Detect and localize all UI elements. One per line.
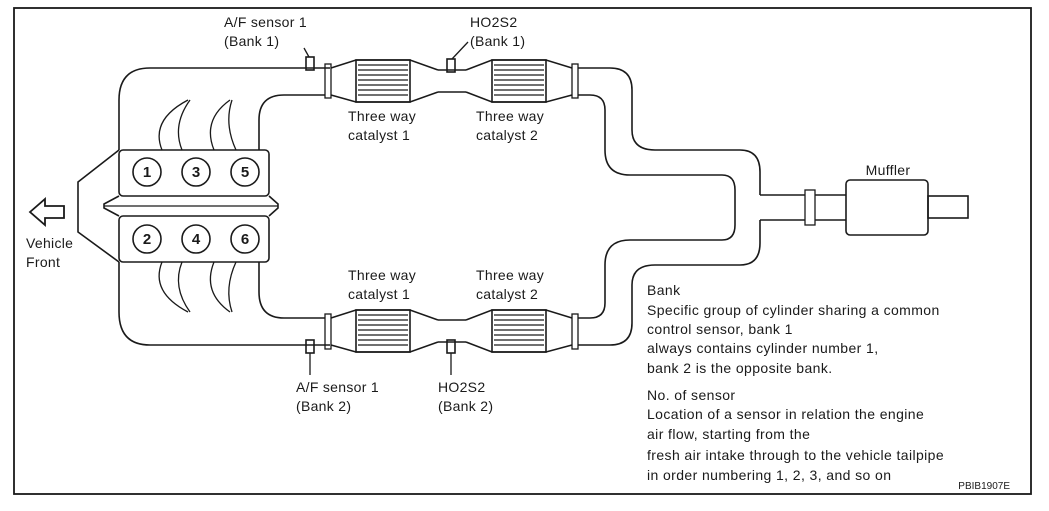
catalyst-2-bank1-sublabel: catalyst 2 [476, 127, 538, 143]
cylinder-6: 6 [230, 224, 260, 254]
svg-text:6: 6 [241, 231, 249, 248]
svg-text:1: 1 [143, 164, 151, 181]
diagram-border [13, 7, 1032, 495]
figure-code: PBIB1907E [958, 481, 1010, 492]
catalyst-substrate-2-bank2 [494, 314, 544, 346]
catalyst-1-bank1-label: Three way [348, 108, 416, 124]
catalyst-1-bank2-sublabel: catalyst 1 [348, 286, 410, 302]
bank-definition-note: Bank Specific group of cylinder sharing … [647, 282, 940, 376]
bank-note-line: bank 2 is the opposite bank. [647, 360, 833, 376]
ho2s2-bank2-label: HO2S2 [438, 379, 485, 395]
exhaust-line-bank1 [324, 59, 761, 195]
catalyst-2-bank2-label: Three way [476, 267, 544, 283]
cylinder-4: 4 [181, 224, 211, 254]
svg-text:4: 4 [192, 231, 201, 248]
exhaust-manifold-bank2 [118, 261, 330, 346]
vehicle-front-label: Vehicle [26, 235, 73, 251]
af-sensor-bank1-label: A/F sensor 1 [224, 14, 307, 30]
vehicle-front-sublabel: Front [26, 254, 60, 270]
catalyst-2-bank1-label: Three way [476, 108, 544, 124]
svg-text:5: 5 [241, 164, 249, 181]
ho2s2-bank2 [446, 339, 456, 375]
svg-text:2: 2 [143, 231, 151, 248]
catalyst-1-bank2-label: Three way [348, 267, 416, 283]
sensor-note-line: in order numbering 1, 2, 3, and so on [647, 467, 891, 483]
ho2s2-bank1-label: HO2S2 [470, 14, 517, 30]
cylinder-2: 2 [132, 224, 162, 254]
catalyst-2-bank2-sublabel: catalyst 2 [476, 286, 538, 302]
ho2s2-bank2-sublabel: (Bank 2) [438, 398, 493, 414]
af-sensor-bank2-sublabel: (Bank 2) [296, 398, 351, 414]
af-sensor-bank2-label: A/F sensor 1 [296, 379, 379, 395]
sensor-numbering-note: No. of sensor Location of a sensor in re… [647, 387, 944, 483]
af-sensor-bank2 [305, 339, 315, 375]
ho2s2-bank1-sublabel: (Bank 1) [470, 33, 525, 49]
ho2s2-bank1 [446, 41, 469, 73]
af-sensor-bank1 [303, 47, 315, 71]
sensor-note-title: No. of sensor [647, 387, 735, 403]
catalyst-substrate-2-bank1 [494, 64, 544, 96]
bank-note-line: control sensor, bank 1 [647, 321, 793, 337]
catalyst-1-bank1-sublabel: catalyst 1 [348, 127, 410, 143]
sensor-note-line: Location of a sensor in relation the eng… [647, 406, 924, 422]
vehicle-front-arrow-icon [28, 197, 65, 227]
af-sensor-bank1-sublabel: (Bank 1) [224, 33, 279, 49]
exhaust-manifold-bank1 [118, 67, 330, 151]
bank-note-line: always contains cylinder number 1, [647, 340, 878, 356]
catalyst-substrate-1-bank2 [358, 314, 408, 346]
bank-note-title: Bank [647, 282, 681, 298]
cylinder-5: 5 [230, 157, 260, 187]
svg-text:3: 3 [192, 164, 200, 181]
muffler [845, 179, 929, 236]
muffler-label: Muffler [866, 162, 911, 178]
engine-block [77, 149, 279, 263]
cylinder-1: 1 [132, 157, 162, 187]
cylinder-3: 3 [181, 157, 211, 187]
exhaust-line-bank2 [324, 220, 761, 353]
catalyst-substrate-1-bank1 [358, 64, 408, 96]
bank-note-line: Specific group of cylinder sharing a com… [647, 302, 940, 318]
tail-pipe-assembly [734, 179, 969, 236]
sensor-note-line: air flow, starting from the [647, 426, 810, 442]
sensor-note-line: fresh air intake through to the vehicle … [647, 447, 944, 463]
